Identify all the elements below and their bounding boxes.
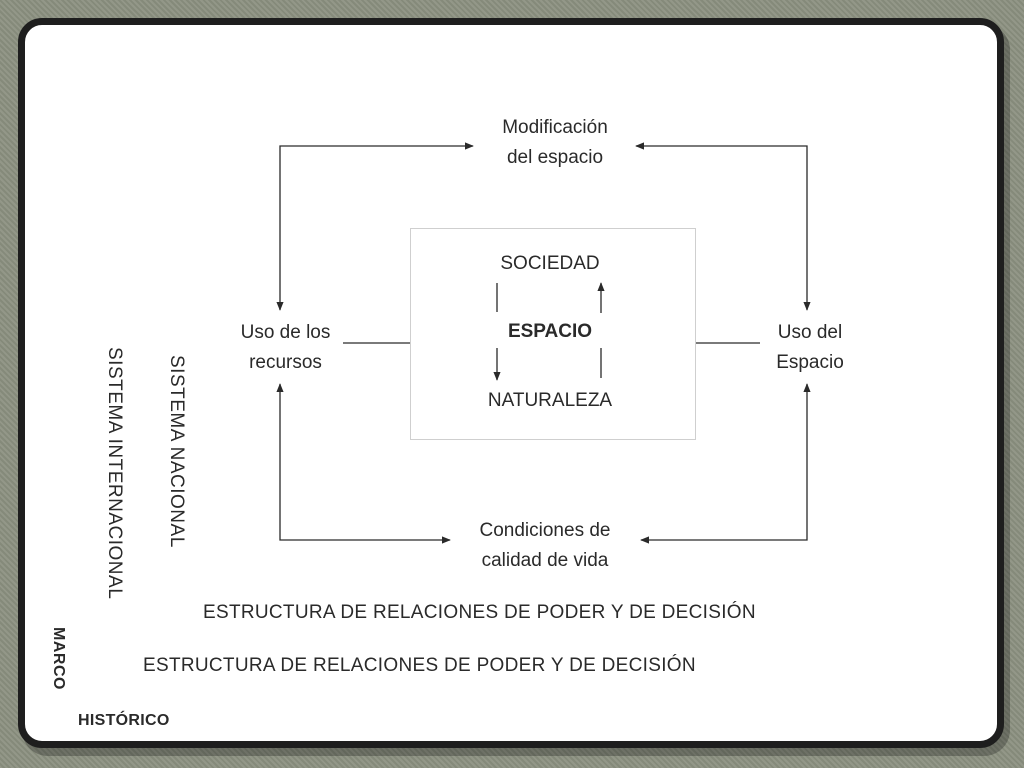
label-sistema-nacional: SISTEMA NACIONAL [166,355,187,548]
node-uso-recursos: Uso de los recursos [213,318,358,378]
node-uso-espacio: Uso del Espacio [750,318,870,378]
node-modificacion-line2: del espacio [506,147,604,168]
arrow-right-to-bottom [640,383,811,544]
label-marco: MARCO [50,627,67,690]
center-espacio: ESPACIO [507,321,593,342]
label-historico: HISTÓRICO [78,712,170,729]
label-sistema-internacional: SISTEMA INTERNACIONAL [104,347,125,600]
node-uso-espacio-line2: Espacio [776,352,844,373]
node-condiciones: Condiciones de calidad de vida [450,516,640,576]
node-modificacion-line1: Modificación [502,117,608,138]
center-sociedad: SOCIEDAD [500,253,600,274]
arrow-left-to-bottom [276,383,451,544]
node-uso-recursos-line1: Uso de los [240,322,331,343]
node-uso-recursos-line2: recursos [249,352,322,373]
node-condiciones-line2: calidad de vida [481,550,609,571]
center-naturaleza: NATURALEZA [487,390,613,411]
diagram-connectors [276,142,811,544]
arrow-top-to-right [635,142,811,311]
slide: Modificación del espacio Uso de los recu… [18,18,1004,748]
label-estructura-2: ESTRUCTURA DE RELACIONES DE PODER Y DE D… [143,655,696,676]
arrow-top-to-left [276,142,474,311]
node-condiciones-line1: Condiciones de [479,520,611,541]
center-box [410,228,696,440]
node-modificacion: Modificación del espacio [465,113,645,173]
node-uso-espacio-line1: Uso del [777,322,843,343]
label-estructura-1: ESTRUCTURA DE RELACIONES DE PODER Y DE D… [203,602,756,623]
